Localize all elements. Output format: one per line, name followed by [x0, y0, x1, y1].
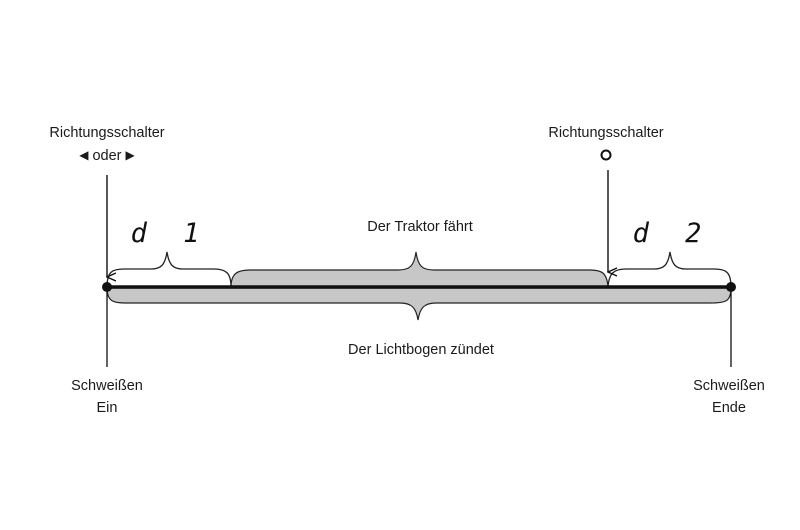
weld-end-label: Schweißen Ende: [693, 375, 765, 419]
arc-brace: [106, 287, 732, 321]
d1-brace: [106, 251, 232, 288]
tractor-label: Der Traktor fährt: [367, 219, 473, 235]
d1-label: d 1: [130, 218, 210, 249]
arc-label: Der Lichtbogen zündet: [348, 342, 494, 358]
weld-start-line2: Ein: [96, 400, 118, 416]
circle-icon: [600, 149, 612, 161]
weld-end-line1: Schweißen: [693, 378, 765, 394]
weld-start-line1: Schweißen: [71, 378, 143, 394]
tractor-brace: [230, 251, 609, 288]
d2-brace: [607, 251, 732, 288]
weld-start-dot: [102, 282, 112, 292]
start-switch-oder: oder: [92, 148, 122, 164]
triangle-right-icon: ▶: [125, 148, 135, 162]
start-switch-symbols: ◀ oder ▶: [49, 144, 164, 167]
weld-end-dot: [726, 282, 736, 292]
weld-end-line2: Ende: [712, 400, 746, 416]
end-switch-title: Richtungsschalter: [548, 125, 664, 141]
weld-start-label: Schweißen Ein: [71, 375, 143, 419]
triangle-left-icon: ◀: [79, 148, 89, 162]
start-direction-switch-label: Richtungsschalter ◀ oder ▶: [49, 122, 164, 167]
end-direction-switch-label: Richtungsschalter: [548, 122, 663, 144]
d2-label: d 2: [632, 218, 712, 249]
start-switch-title: Richtungsschalter: [49, 125, 165, 141]
